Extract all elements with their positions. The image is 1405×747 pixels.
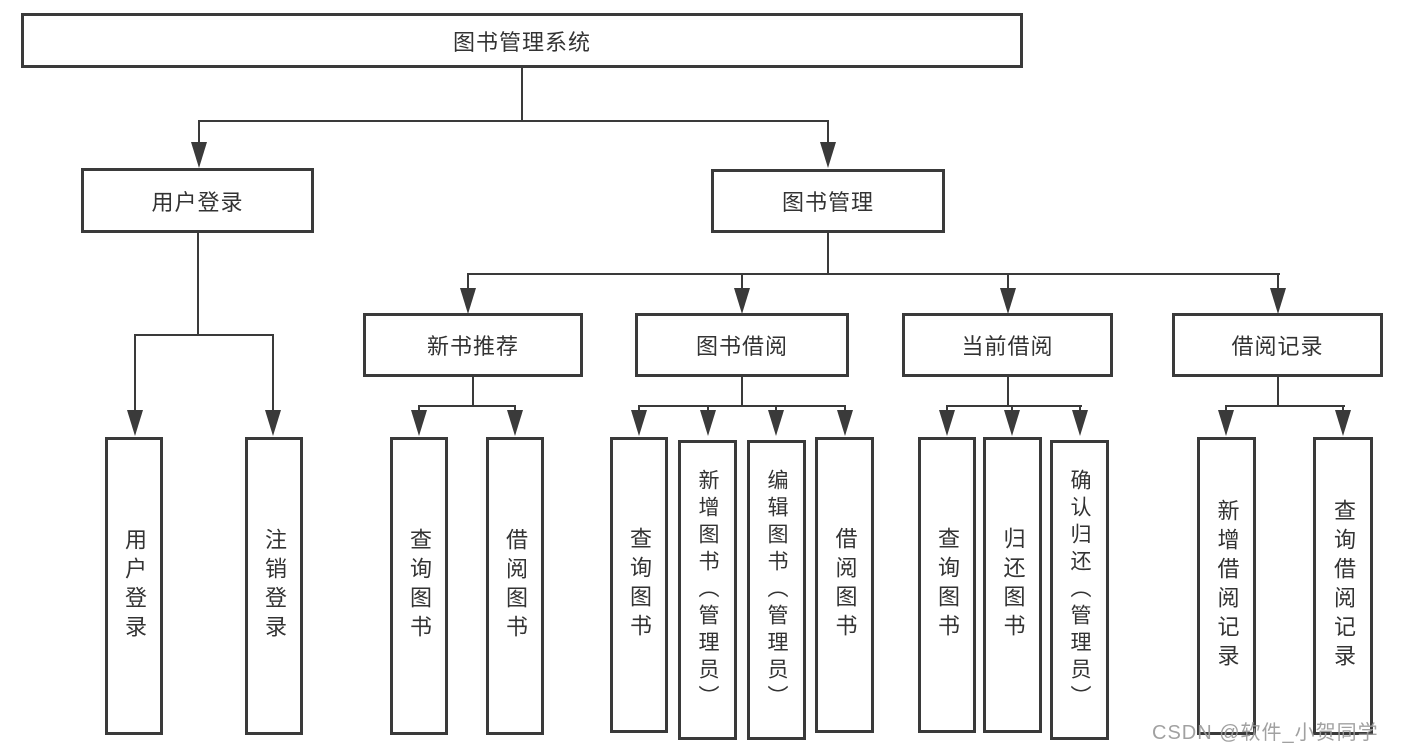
arrow-to-br-add bbox=[1218, 410, 1234, 436]
arrow-to-new-book-rec bbox=[460, 288, 476, 314]
arrow-to-leaf-logout bbox=[265, 410, 281, 436]
connector-userlogin-stem-right bbox=[272, 334, 274, 412]
node-root: 图书管理系统 bbox=[21, 13, 1023, 68]
node-root-label: 图书管理系统 bbox=[452, 29, 591, 55]
connector-newbook-stem-2 bbox=[514, 405, 516, 413]
leaf-bb-edit-books-admin: 编辑图书（管理员） bbox=[747, 440, 806, 740]
node-current-borrow-label: 当前借阅 bbox=[961, 334, 1054, 359]
connector-borrowrecord-hline bbox=[1225, 405, 1345, 407]
arrow-to-bb-add bbox=[700, 410, 716, 436]
connector-borrowrecord-stem-2 bbox=[1342, 405, 1344, 413]
connector-currentborrow-stem-3 bbox=[1079, 405, 1081, 413]
leaf-cb-confirm-return-admin-label: 确认归还（管理员） bbox=[1068, 468, 1091, 712]
leaf-br-add-record: 新增借阅记录 bbox=[1197, 437, 1256, 735]
arrow-to-book-mgmt bbox=[820, 142, 836, 168]
arrow-to-current-borrow bbox=[1000, 288, 1016, 314]
arrow-to-cb-return bbox=[1004, 410, 1020, 436]
connector-bookborrow-vline bbox=[741, 375, 743, 407]
connector-userlogin-stem-left bbox=[134, 334, 136, 412]
connector-bookmgmt-stem-2 bbox=[741, 273, 743, 289]
leaf-user-login-label: 用户登录 bbox=[122, 528, 147, 644]
arrow-to-user-login bbox=[191, 142, 207, 168]
arrow-to-bb-borrow bbox=[837, 410, 853, 436]
node-new-book-rec: 新书推荐 bbox=[363, 313, 583, 377]
connector-newbook-vline bbox=[472, 375, 474, 407]
leaf-br-query-record-label: 查询借阅记录 bbox=[1331, 499, 1356, 673]
leaf-bb-add-books-admin-label: 新增图书（管理员） bbox=[696, 468, 719, 712]
leaf-cb-query-books: 查询图书 bbox=[918, 437, 976, 733]
node-borrow-record: 借阅记录 bbox=[1172, 313, 1383, 377]
leaf-bb-query-books-label: 查询图书 bbox=[627, 527, 652, 643]
leaf-cb-return-books: 归还图书 bbox=[983, 437, 1042, 733]
leaf-cb-return-books-label: 归还图书 bbox=[1000, 527, 1026, 643]
connector-currentborrow-stem-2 bbox=[1011, 405, 1013, 413]
arrow-to-bb-edit bbox=[768, 410, 784, 436]
arrow-to-borrow-record bbox=[1270, 288, 1286, 314]
connector-bookmgmt-hline bbox=[467, 273, 1280, 275]
leaf-user-login: 用户登录 bbox=[105, 437, 163, 735]
connector-borrowrecord-stem-1 bbox=[1225, 405, 1227, 413]
arrow-to-cb-query bbox=[939, 410, 955, 436]
connector-userlogin-vline bbox=[197, 231, 199, 336]
leaf-br-query-record: 查询借阅记录 bbox=[1313, 437, 1373, 735]
arrow-to-br-query bbox=[1335, 410, 1351, 436]
connector-root-stem-left bbox=[198, 120, 200, 144]
leaf-bb-borrow-books-label: 借阅图书 bbox=[832, 527, 858, 643]
connector-newbook-hline bbox=[418, 405, 516, 407]
node-new-book-rec-label: 新书推荐 bbox=[426, 334, 519, 359]
connector-bookborrow-stem-2 bbox=[707, 405, 709, 413]
leaf-nb-query-books: 查询图书 bbox=[390, 437, 448, 735]
arrow-to-book-borrow bbox=[734, 288, 750, 314]
watermark: CSDN @软件_小贺同学 bbox=[1152, 722, 1379, 744]
leaf-bb-add-books-admin: 新增图书（管理员） bbox=[678, 440, 737, 740]
node-book-borrow-label: 图书借阅 bbox=[695, 334, 788, 359]
node-book-mgmt-label: 图书管理 bbox=[781, 190, 874, 215]
connector-bookmgmt-stem-4 bbox=[1277, 273, 1279, 289]
arrow-to-leaf-user-login bbox=[127, 410, 143, 436]
connector-userlogin-hline bbox=[134, 334, 274, 336]
connector-bookborrow-hline bbox=[638, 405, 846, 407]
connector-bookborrow-stem-4 bbox=[844, 405, 846, 413]
connector-bookmgmt-stem-1 bbox=[467, 273, 469, 289]
leaf-nb-query-books-label: 查询图书 bbox=[407, 528, 432, 644]
connector-bookmgmt-stem-3 bbox=[1007, 273, 1009, 289]
connector-currentborrow-stem-1 bbox=[946, 405, 948, 413]
connector-root-hline bbox=[198, 120, 829, 122]
node-book-borrow: 图书借阅 bbox=[635, 313, 849, 377]
leaf-br-add-record-label: 新增借阅记录 bbox=[1214, 499, 1240, 673]
node-current-borrow: 当前借阅 bbox=[902, 313, 1113, 377]
leaf-nb-borrow-books-label: 借阅图书 bbox=[503, 528, 528, 644]
connector-currentborrow-hline bbox=[946, 405, 1082, 407]
leaf-nb-borrow-books: 借阅图书 bbox=[486, 437, 544, 735]
arrow-to-nb-borrow bbox=[507, 410, 523, 436]
node-borrow-record-label: 借阅记录 bbox=[1231, 334, 1324, 359]
leaf-bb-borrow-books: 借阅图书 bbox=[815, 437, 874, 733]
connector-root-stem-right bbox=[827, 120, 829, 144]
connector-borrowrecord-vline bbox=[1277, 375, 1279, 407]
node-user-login: 用户登录 bbox=[81, 168, 314, 233]
leaf-bb-edit-books-admin-label: 编辑图书（管理员） bbox=[765, 468, 788, 712]
connector-bookmgmt-vline bbox=[827, 231, 829, 275]
leaf-cb-confirm-return-admin: 确认归还（管理员） bbox=[1050, 440, 1109, 740]
leaf-bb-query-books: 查询图书 bbox=[610, 437, 668, 733]
connector-bookborrow-stem-1 bbox=[638, 405, 640, 413]
node-book-mgmt: 图书管理 bbox=[711, 169, 945, 233]
connector-newbook-stem-1 bbox=[418, 405, 420, 413]
leaf-logout: 注销登录 bbox=[245, 437, 303, 735]
connector-bookborrow-stem-3 bbox=[775, 405, 777, 413]
leaf-cb-query-books-label: 查询图书 bbox=[935, 527, 960, 643]
arrow-to-cb-confirm bbox=[1072, 410, 1088, 436]
arrow-to-nb-query bbox=[411, 410, 427, 436]
node-user-login-label: 用户登录 bbox=[151, 189, 244, 215]
connector-currentborrow-vline bbox=[1007, 375, 1009, 407]
connector-root-vline bbox=[521, 68, 523, 121]
leaf-logout-label: 注销登录 bbox=[262, 528, 287, 644]
arrow-to-bb-query bbox=[631, 410, 647, 436]
